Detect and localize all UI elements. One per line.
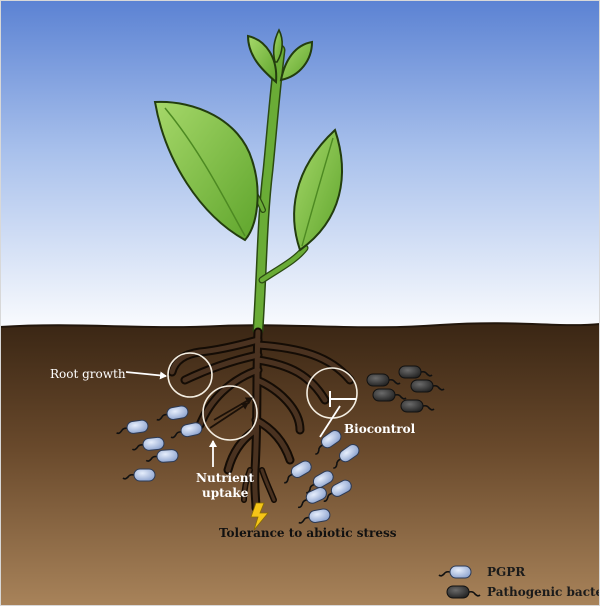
label-uptake: uptake <box>202 486 249 500</box>
label-root-growth: Root growth <box>50 367 126 381</box>
legend-pathogen-label: Pathogenic bacteria <box>487 585 600 599</box>
label-tolerance: Tolerance to abiotic stress <box>219 526 397 540</box>
legend-pgpr-label: PGPR <box>487 565 526 579</box>
label-nutrient: Nutrient <box>196 471 254 485</box>
label-biocontrol: Biocontrol <box>344 422 416 436</box>
